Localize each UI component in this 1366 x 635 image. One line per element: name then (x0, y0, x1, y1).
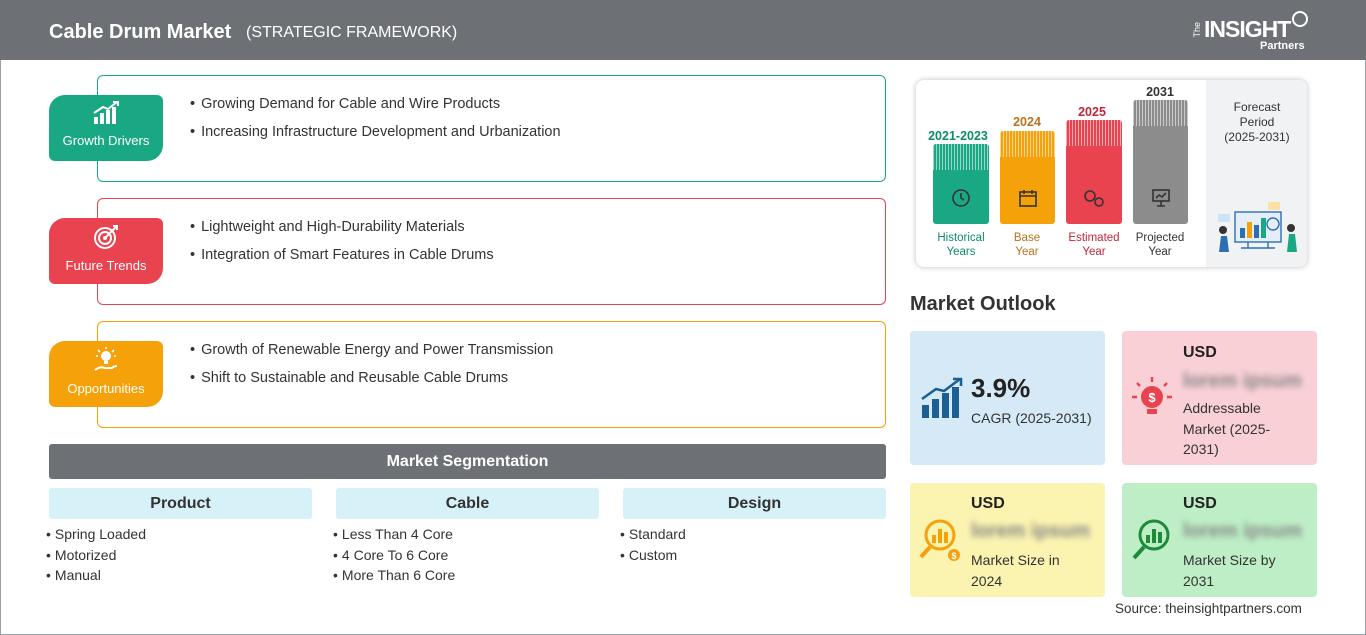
year-base: 2024 (1013, 115, 1041, 129)
market-size-2024-desc: Market Size in 2024 (971, 552, 1060, 589)
addressable-value-blurred: lorem ipsum (1183, 370, 1302, 392)
segment-head-cable: Cable (336, 488, 599, 519)
future-trends-list: Lightweight and High-Durability Material… (190, 213, 494, 269)
market-segmentation-title: Market Segmentation (49, 444, 886, 479)
calendar-icon (1000, 187, 1055, 214)
page-subtitle: (STRATEGIC FRAMEWORK) (246, 24, 458, 41)
list-item: Growth of Renewable Energy and Power Tra… (190, 336, 553, 364)
dollar-bulb-icon: $ (1130, 375, 1174, 426)
segment-head-product: Product (49, 488, 312, 519)
insight-partners-logo[interactable]: The INSIGHT Partners (1188, 10, 1318, 54)
header-bar: Cable Drum Market (STRATEGIC FRAMEWORK) … (0, 0, 1366, 60)
dollar-magnifier-icon: $ (918, 517, 964, 568)
logo-the: The (1192, 22, 1202, 38)
market-size-2031-card: USD lorem ipsum Market Size by 2031 (1122, 483, 1317, 597)
bar-estimated (1066, 120, 1122, 224)
lightbulb-hand-icon (49, 347, 163, 379)
list-item: Integration of Smart Features in Cable D… (190, 241, 494, 269)
year-historical: 2021-2023 (928, 129, 988, 143)
list-item: Increasing Infrastructure Development an… (190, 118, 560, 146)
list-item: Spring Loaded (46, 524, 146, 545)
list-item: Less Than 4 Core (333, 524, 455, 545)
growth-drivers-badge: Growth Drivers (49, 95, 163, 161)
bar-base (1000, 131, 1055, 224)
svg-text:$: $ (951, 551, 956, 561)
future-trends-label: Future Trends (65, 258, 147, 273)
addressable-usd: USD (1183, 344, 1217, 361)
addressable-market-card: $ USD lorem ipsum Addressable Market (20… (1122, 331, 1317, 465)
cagr-value: 3.9% (971, 373, 1031, 403)
market-outlook-title: Market Outlook (910, 293, 1056, 315)
year-projected: 2031 (1146, 85, 1174, 99)
market-size-2024-blurred: lorem ipsum (971, 520, 1090, 542)
market-size-2024-usd: USD (971, 495, 1005, 512)
bar-chart-up-icon (49, 101, 163, 131)
addressable-desc: Addressable Market (2025-2031) (1183, 400, 1271, 457)
page-title: Cable Drum Market (49, 21, 232, 43)
segment-list-product: Spring Loaded Motorized Manual (46, 524, 146, 586)
cagr-card: 3.9% CAGR (2025-2031) (910, 331, 1105, 465)
list-item: More Than 6 Core (333, 565, 455, 586)
opportunities-badge: Opportunities (49, 341, 163, 407)
list-item: Standard (620, 524, 686, 545)
segment-list-cable: Less Than 4 Core 4 Core To 6 Core More T… (333, 524, 455, 586)
opportunities-list: Growth of Renewable Energy and Power Tra… (190, 336, 553, 392)
cagr-label: CAGR (2025-2031) (971, 410, 1092, 426)
gears-icon (1066, 187, 1122, 214)
svg-text:$: $ (1148, 390, 1156, 405)
growth-drivers-list: Growing Demand for Cable and Wire Produc… (190, 90, 561, 146)
bar-projected (1133, 100, 1188, 224)
presentation-board-icon (1133, 187, 1188, 214)
segment-list-design: Standard Custom (620, 524, 686, 565)
market-size-2031-desc: Market Size by 2031 (1183, 552, 1276, 589)
history-clock-icon (933, 187, 989, 214)
list-item: Shift to Sustainable and Reusable Cable … (190, 364, 553, 392)
list-item: Custom (620, 545, 686, 566)
logo-insight: INSIGHT (1204, 16, 1291, 42)
year-estimated: 2025 (1078, 105, 1106, 119)
market-size-2024-card: $ USD lorem ipsum Market Size in 2024 (910, 483, 1105, 597)
opportunities-label: Opportunities (67, 381, 145, 396)
growth-chart-icon (920, 377, 964, 424)
market-size-2031-blurred: lorem ipsum (1183, 520, 1302, 542)
list-item: Growing Demand for Cable and Wire Produc… (190, 90, 561, 118)
list-item: 4 Core To 6 Core (333, 545, 455, 566)
growth-drivers-label: Growth Drivers (62, 133, 150, 148)
analytics-illustration-icon (1213, 202, 1299, 254)
list-item: Manual (46, 565, 146, 586)
logo-ring-icon (1292, 11, 1308, 27)
segment-head-design: Design (623, 488, 886, 519)
bar-historical (933, 144, 989, 224)
list-item: Lightweight and High-Durability Material… (190, 213, 494, 241)
target-icon (49, 224, 163, 256)
future-trends-badge: Future Trends (49, 218, 163, 284)
source-link[interactable]: Source: theinsightpartners.com (1115, 601, 1302, 616)
market-size-2031-usd: USD (1183, 495, 1217, 512)
list-item: Motorized (46, 545, 146, 566)
chart-magnifier-icon (1130, 517, 1176, 568)
logo-partners: Partners (1260, 40, 1305, 52)
